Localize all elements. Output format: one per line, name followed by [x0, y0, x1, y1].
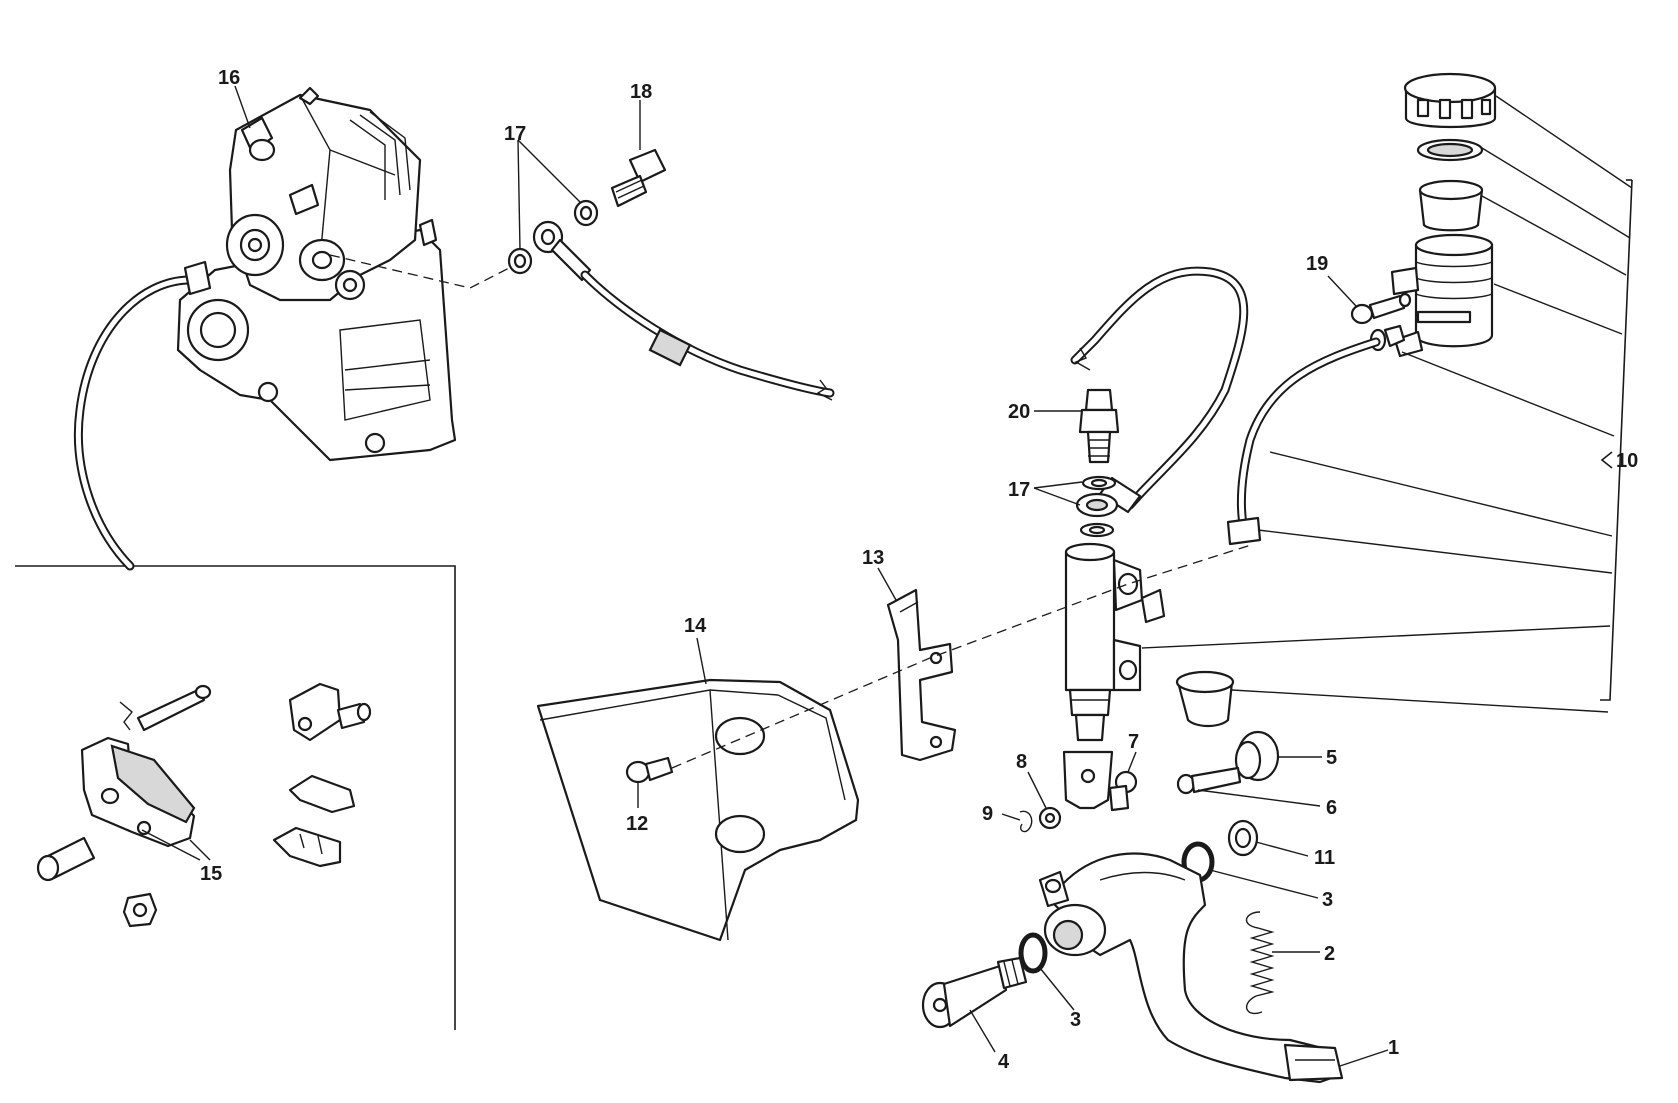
callout-15: 15 — [200, 863, 222, 885]
callout-3-upper: 3 — [1322, 889, 1333, 911]
clevis-clip — [1019, 810, 1033, 833]
callout-12: 12 — [626, 813, 648, 835]
inset-frame — [15, 565, 456, 1030]
callout-2: 2 — [1324, 943, 1335, 965]
brake-fluid-reservoir — [1390, 72, 1497, 358]
pedal-washer — [1227, 819, 1259, 857]
leader-lines — [141, 85, 1633, 1067]
reservoir-hose — [1226, 337, 1381, 546]
copper-washers-middle — [1075, 475, 1119, 538]
pedal-stop-rubber — [1234, 730, 1280, 782]
callout-13: 13 — [862, 547, 884, 569]
pedal-return-spring — [1245, 911, 1275, 1015]
pushrod-screw — [1108, 770, 1138, 812]
callout-16: 16 — [218, 67, 240, 89]
assembly-bracket-10 — [1600, 179, 1633, 701]
callout-8: 8 — [1016, 751, 1027, 773]
reservoir-screw — [1350, 292, 1412, 325]
callout-17-top: 17 — [504, 123, 526, 145]
callout-3-lower: 3 — [1070, 1009, 1081, 1031]
clevis-washer — [1038, 806, 1062, 830]
brake-master-cylinder — [1062, 542, 1166, 810]
brake-pad-kit — [36, 682, 372, 928]
callout-17-middle: 17 — [1008, 479, 1030, 501]
callout-20: 20 — [1008, 401, 1030, 423]
banjo-bolt-bleeder — [1078, 388, 1120, 464]
pedal-stop-bolt — [1176, 766, 1242, 795]
callout-18: 18 — [630, 81, 652, 103]
pedal-bushing — [1175, 670, 1235, 728]
caliper-cable — [73, 260, 212, 571]
o-ring-lower — [1018, 932, 1048, 974]
callout-11: 11 — [1314, 847, 1335, 869]
callout-6: 6 — [1326, 797, 1337, 819]
brake-pedal — [1038, 852, 1344, 1084]
callout-4: 4 — [998, 1051, 1010, 1073]
callout-10: 10 — [1616, 450, 1638, 472]
callout-7: 7 — [1128, 731, 1139, 753]
callout-1: 1 — [1388, 1037, 1399, 1059]
brake-hose-top — [532, 220, 835, 401]
brake-caliper — [176, 86, 457, 462]
banjo-bolt-top — [610, 148, 667, 208]
callout-labels: 16 17 18 19 20 17 10 13 14 12 8 7 9 5 6 … — [200, 67, 1638, 1073]
callout-19: 19 — [1306, 253, 1328, 275]
connection-line-master — [671, 543, 1255, 769]
pedal-pivot-pin — [921, 956, 1028, 1029]
connection-line-caliper — [329, 254, 516, 289]
callout-9: 9 — [982, 803, 993, 825]
callout-14: 14 — [684, 615, 707, 637]
copper-washers-top — [507, 199, 599, 275]
heel-guard-screw — [625, 756, 674, 784]
heel-guard-bracket — [886, 588, 957, 762]
callout-5: 5 — [1326, 747, 1337, 769]
heel-guard — [536, 678, 860, 942]
